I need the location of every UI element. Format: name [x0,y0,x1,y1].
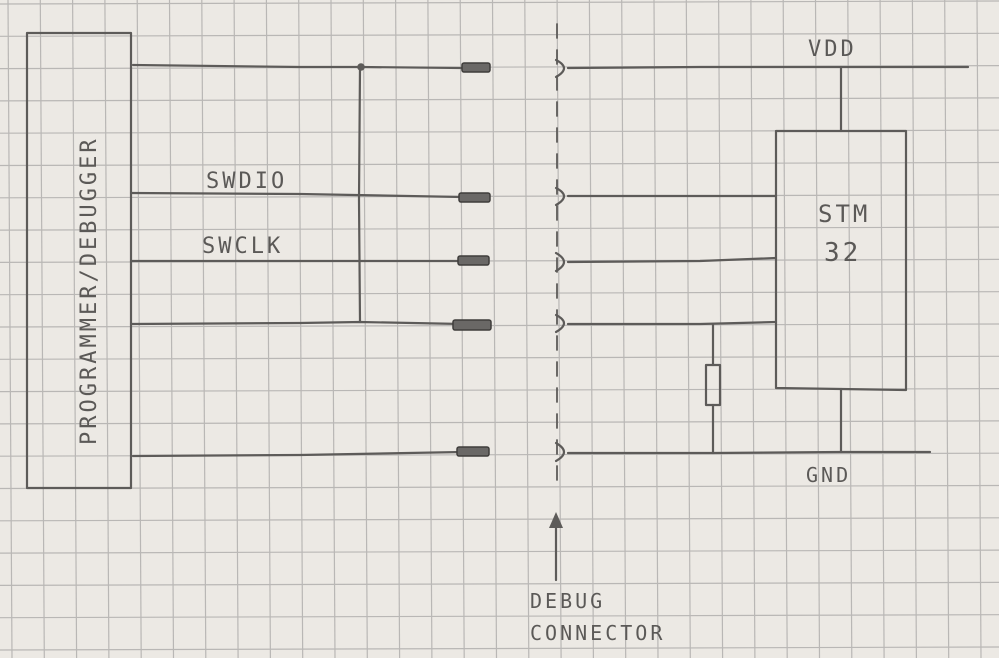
grid-line-vertical [491,0,498,658]
gnd-label: GND [806,463,851,487]
grid-line-horizontal [0,97,999,102]
grid-line-horizontal [0,0,999,5]
grid-line-vertical [588,0,595,658]
wire-nrst-right [566,320,778,326]
grid-line-vertical [39,0,45,658]
stm32-label-line1: STM [818,200,870,228]
wire-vdd-right [566,65,970,70]
grid-line-vertical [330,0,336,658]
grid-line-vertical [847,0,853,658]
connector-socket-2 [554,186,566,207]
grid-line-horizontal [0,32,999,37]
programmer-debugger-label: PROGRAMMER/DEBUGGER [77,136,102,445]
wire-vdd-left [131,63,464,70]
grid-line-vertical [265,0,271,658]
grid-line-horizontal [0,614,999,619]
grid-line-vertical [750,0,756,658]
grid-line-vertical [233,0,239,658]
connector-socket-3 [554,251,566,273]
grid-line-vertical [944,0,950,658]
grid-line-horizontal [0,194,999,199]
grid-line-vertical [524,0,530,658]
wire-gnd-right [566,450,932,455]
grid-line-horizontal [0,226,999,231]
connector-pin-5 [456,446,490,457]
grid-line-horizontal [0,323,999,328]
grid-line-horizontal [0,581,999,587]
connector-pin-3 [457,255,490,266]
junction-dot [357,63,365,71]
grid-line-vertical [298,0,304,658]
grid-line-vertical [782,0,788,658]
grid-line-horizontal [0,420,999,425]
grid-line-vertical [427,0,433,658]
swdio-label: SWDIO [206,169,287,194]
debug-arrow-head [549,512,563,528]
connector-pin-2 [458,192,491,203]
wire-swdio-left [129,191,464,199]
connector-socket-1 [554,58,566,79]
grid-line-vertical [136,0,142,658]
swclk-label: SWCLK [202,234,283,259]
connector-pin-4 [452,319,492,331]
wire-gnd-left [131,450,464,458]
grid-line-vertical [976,0,982,658]
grid-line-vertical [201,0,207,658]
wire-nrst-left [129,320,464,326]
stm32-box [774,129,908,392]
connector-pin-1 [461,62,491,73]
grid-line-horizontal [0,355,999,360]
grid-line-horizontal [0,161,999,167]
grid-line-vertical [911,0,918,658]
grid-line-vertical [7,0,13,658]
grid-line-vertical [879,0,885,658]
debug-connector-label-line2: CONNECTOR [530,621,665,645]
grid-line-vertical [395,0,401,658]
debug-connector-label-line1: DEBUG [530,589,605,613]
wire-swclk-right [566,256,778,264]
grid-line-horizontal [0,484,999,490]
grid-line-vertical [814,0,821,658]
grid-line-vertical [717,0,724,658]
grid-line-horizontal [0,517,999,522]
grid-line-vertical [621,0,627,658]
grid-line-vertical [168,0,175,658]
grid-line-horizontal [0,291,999,296]
grid-line-horizontal [0,646,999,651]
grid-line-vertical [362,0,368,658]
grid-line-vertical [104,0,110,658]
vdd-label: VDD [808,37,857,62]
stm32-label-line2: 32 [824,238,861,268]
grid-line-vertical [72,0,78,658]
connector-socket-4 [554,313,566,334]
wire-vertical-bus [357,65,362,324]
grid-line-vertical [685,0,691,658]
connector-socket-5 [554,441,566,463]
grid-line-horizontal [0,549,999,554]
grid-line-vertical [653,0,659,658]
